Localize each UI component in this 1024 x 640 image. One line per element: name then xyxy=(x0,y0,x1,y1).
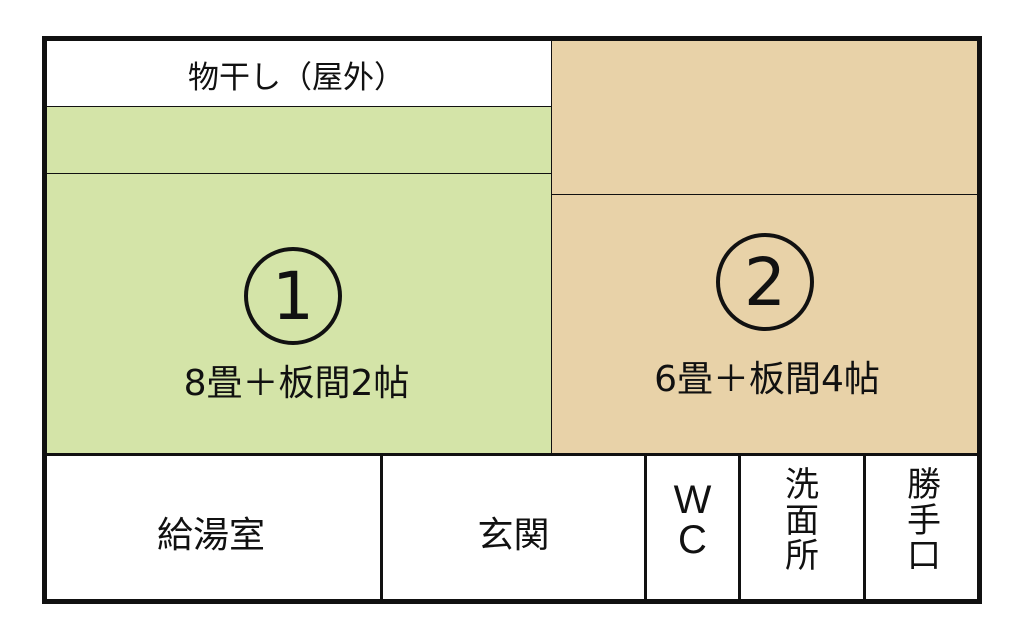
entrance-label: 玄関 xyxy=(477,515,550,556)
washroom-char-2: 面 xyxy=(785,500,819,541)
back-door-char-2: 手 xyxy=(907,500,941,541)
room1-upper-area xyxy=(42,107,554,176)
wc: W C xyxy=(647,456,741,604)
back-door-label: 勝 手 口 xyxy=(866,465,982,577)
room1-number: 1 xyxy=(244,247,342,345)
washroom: 洗 面 所 xyxy=(741,456,866,604)
wc-label: W C xyxy=(647,480,738,560)
room1-number-text: 1 xyxy=(272,257,314,335)
washroom-char-3: 所 xyxy=(785,536,819,577)
washroom-label: 洗 面 所 xyxy=(741,465,863,577)
kitchenette: 給湯室 xyxy=(42,456,383,604)
room1-label: 8畳＋板間2帖 xyxy=(183,363,410,404)
wc-char-w: W xyxy=(673,478,712,522)
kitchenette-label: 給湯室 xyxy=(156,515,265,556)
room2-number-text: 2 xyxy=(744,243,786,321)
back-door: 勝 手 口 xyxy=(866,456,982,604)
washroom-char-1: 洗 xyxy=(785,465,819,505)
back-door-char-1: 勝 xyxy=(907,465,941,505)
room2-label: 6畳＋板間4帖 xyxy=(654,359,880,400)
drying-area-label: 物干し（屋外） xyxy=(188,60,405,96)
entrance: 玄関 xyxy=(383,456,647,604)
back-door-char-3: 口 xyxy=(907,536,941,577)
wc-char-c: C xyxy=(678,518,707,562)
room-1: 1 8畳＋板間2帖 xyxy=(42,174,554,456)
bottom-row-divider xyxy=(42,453,982,456)
room2-upper-area xyxy=(552,36,982,197)
room2-number: 2 xyxy=(716,233,814,331)
room-2: 2 6畳＋板間4帖 xyxy=(552,195,982,456)
drying-area: 物干し（屋外） xyxy=(42,36,554,109)
